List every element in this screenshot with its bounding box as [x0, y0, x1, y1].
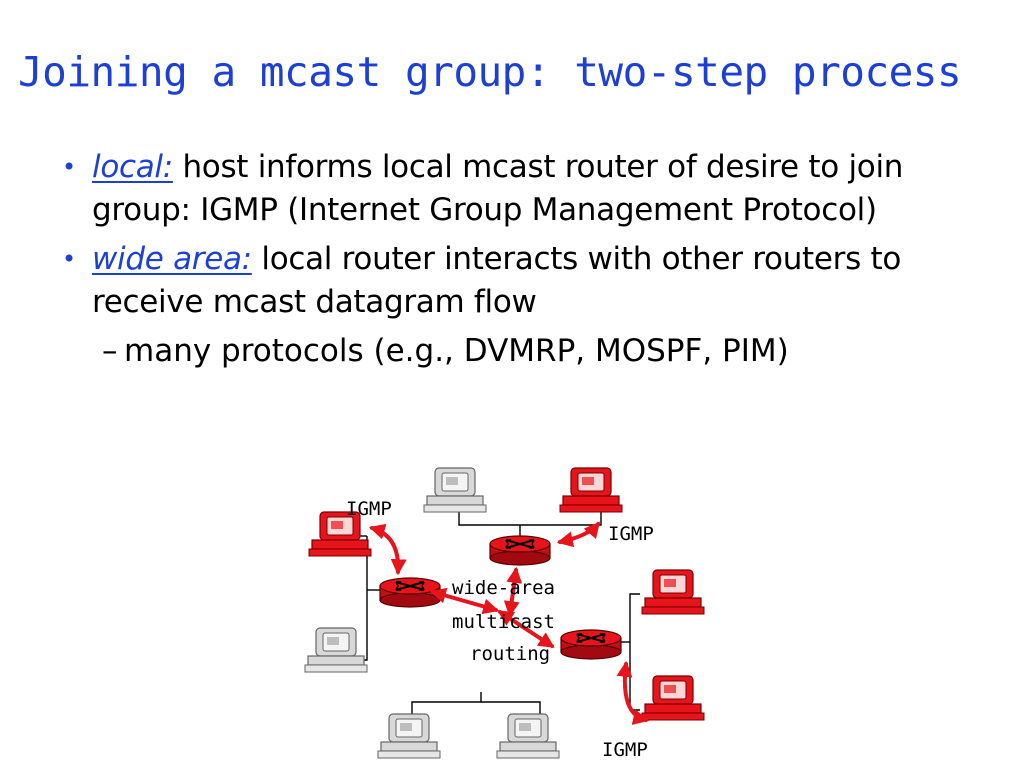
signalling-arrows	[368, 521, 650, 725]
sub-bullet-text: many protocols (e.g., DVMRP, MOSPF, PIM)	[124, 333, 789, 369]
sub-bullet-dash: –	[102, 333, 118, 369]
router-icon	[560, 629, 622, 660]
bullet-local: • local: host informs local mcast router…	[62, 146, 992, 232]
bullet-dot: •	[62, 153, 77, 181]
router-icon	[379, 577, 441, 608]
host-computer-icon	[496, 713, 560, 759]
bullet-local-text: host informs local mcast router of desir…	[92, 149, 904, 228]
member-host-computer-icon	[641, 675, 705, 721]
member-host-computer-icon	[641, 569, 705, 615]
host-computer-icon	[423, 467, 487, 513]
host-computer-icon	[377, 713, 441, 759]
term-local: local:	[92, 149, 173, 185]
member-host-computer-icon	[559, 467, 623, 513]
slide-title: Joining a mcast group: two-step process	[18, 48, 962, 96]
term-wide-area: wide area:	[92, 241, 252, 277]
wide-area-label-line2: multicast	[452, 611, 555, 633]
slide-body: • local: host informs local mcast router…	[62, 146, 992, 373]
sub-bullet-protocols: – many protocols (e.g., DVMRP, MOSPF, PI…	[62, 330, 992, 373]
host-computer-icon	[304, 627, 368, 673]
bullet-dot: •	[62, 245, 77, 273]
wide-area-label-line3: routing	[470, 643, 550, 665]
igmp-label-left: IGMP	[346, 498, 392, 520]
bullet-wide-area: • wide area: local router interacts with…	[62, 238, 992, 324]
bullet-wide-area-text: local router interacts with other router…	[92, 241, 902, 320]
router-icon	[489, 535, 551, 566]
igmp-label-bottom: IGMP	[602, 739, 648, 761]
multicast-network-diagram: IGMP IGMP IGMP wide-area multicast routi…	[304, 467, 705, 761]
igmp-label-right: IGMP	[608, 523, 654, 545]
wide-area-label-line1: wide-area	[452, 577, 555, 599]
